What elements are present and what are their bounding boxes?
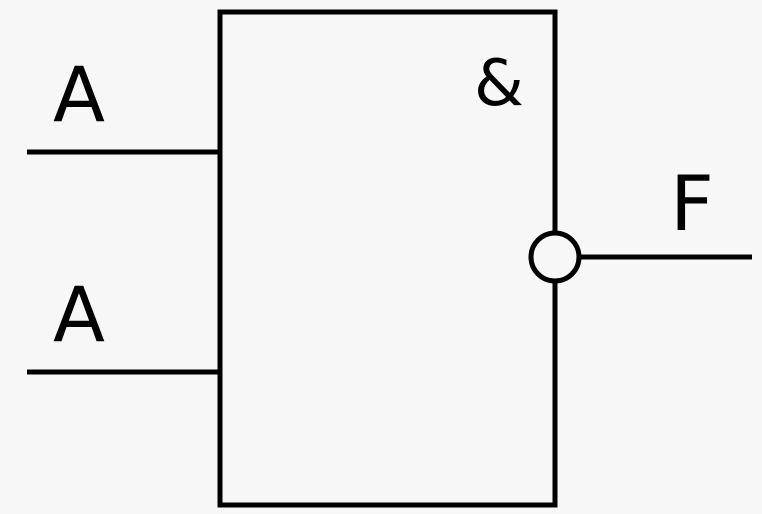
input-label-2: A: [53, 270, 105, 359]
inversion-bubble: [528, 230, 582, 284]
input-label-1: A: [53, 50, 105, 139]
output-label: F: [670, 159, 714, 248]
gate-body: [217, 9, 558, 508]
gate-symbol: &: [474, 47, 524, 121]
